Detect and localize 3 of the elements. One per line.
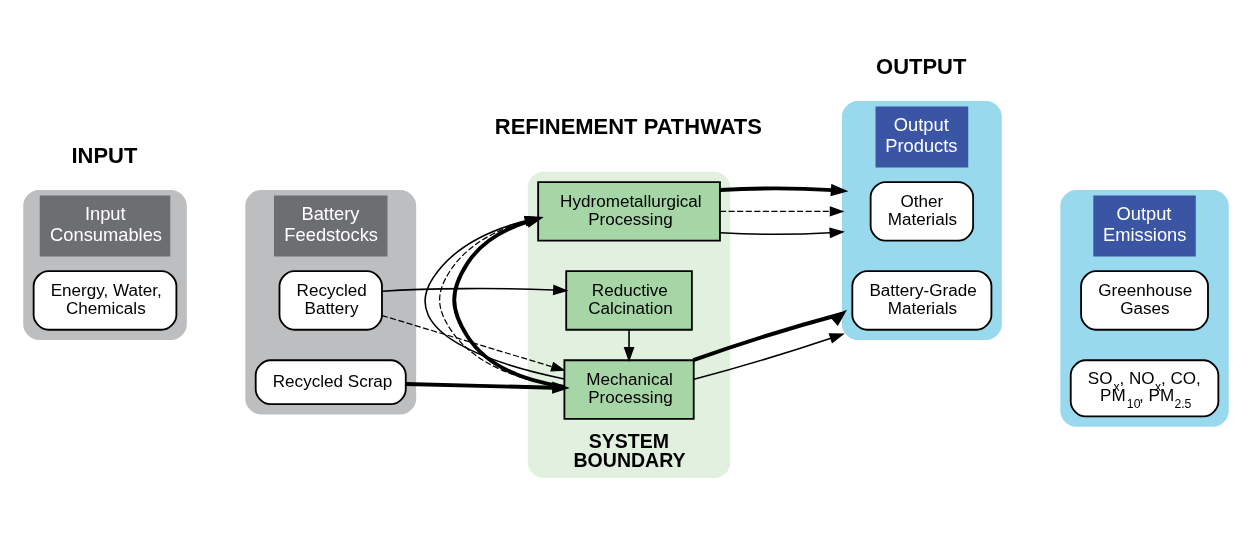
- label: OUTPUT: [876, 53, 967, 79]
- label: REFINEMENT PATHWATS: [494, 113, 762, 139]
- label: INPUT: [71, 143, 138, 169]
